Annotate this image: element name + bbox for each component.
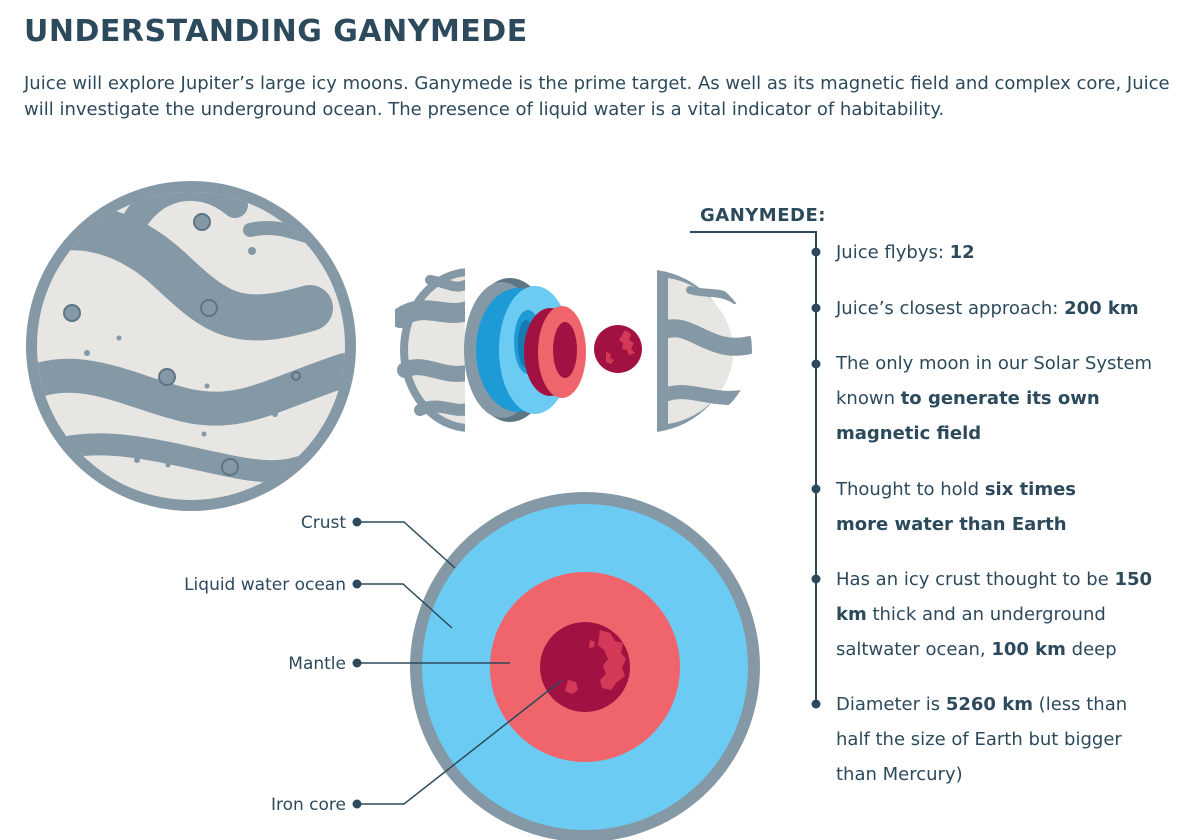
core-label: Iron core xyxy=(271,795,346,815)
exploded-mantle-layer xyxy=(524,306,586,398)
ocean-label-dot xyxy=(352,579,362,589)
fact-bullet xyxy=(811,484,821,494)
fact-bullet xyxy=(811,303,821,313)
exploded-surface-shell xyxy=(395,268,465,432)
crust-label: Crust xyxy=(301,513,346,533)
fact-diameter: Diameter is 5260 km (less than half the … xyxy=(836,694,1128,785)
facts-title: GANYMEDE: xyxy=(700,205,826,226)
fact-flybys: Juice flybys: 12 xyxy=(836,242,975,263)
page-title: UNDERSTANDING GANYMEDE xyxy=(24,14,528,49)
ganymede-surface-globe xyxy=(26,181,356,511)
fact-bullet xyxy=(811,247,821,257)
fact-magnetic-field: The only moon in our Solar System known … xyxy=(836,353,1153,444)
mantle-label: Mantle xyxy=(288,654,346,674)
fact-bullet xyxy=(811,359,821,369)
crust-label-dot xyxy=(352,517,362,527)
fact-bullet xyxy=(811,574,821,584)
fact-water: Thought to hold six times more water tha… xyxy=(836,479,1077,535)
fact-bullet xyxy=(811,699,821,709)
interior-cross-section xyxy=(410,492,760,840)
layer-leader-lines xyxy=(357,521,563,805)
exploded-surface-cap xyxy=(657,270,752,432)
intro-paragraph: Juice will explore Jupiter’s large icy m… xyxy=(24,73,1170,120)
facts-timeline xyxy=(690,231,821,709)
core-label-dot xyxy=(352,799,362,809)
fact-crust-ocean: Has an icy crust thought to be 150 km th… xyxy=(836,569,1153,660)
fact-closest-approach: Juice’s closest approach: 200 km xyxy=(836,298,1139,319)
exploded-iron-core xyxy=(594,325,642,373)
ocean-label: Liquid water ocean xyxy=(184,575,346,595)
mantle-label-dot xyxy=(352,658,362,668)
